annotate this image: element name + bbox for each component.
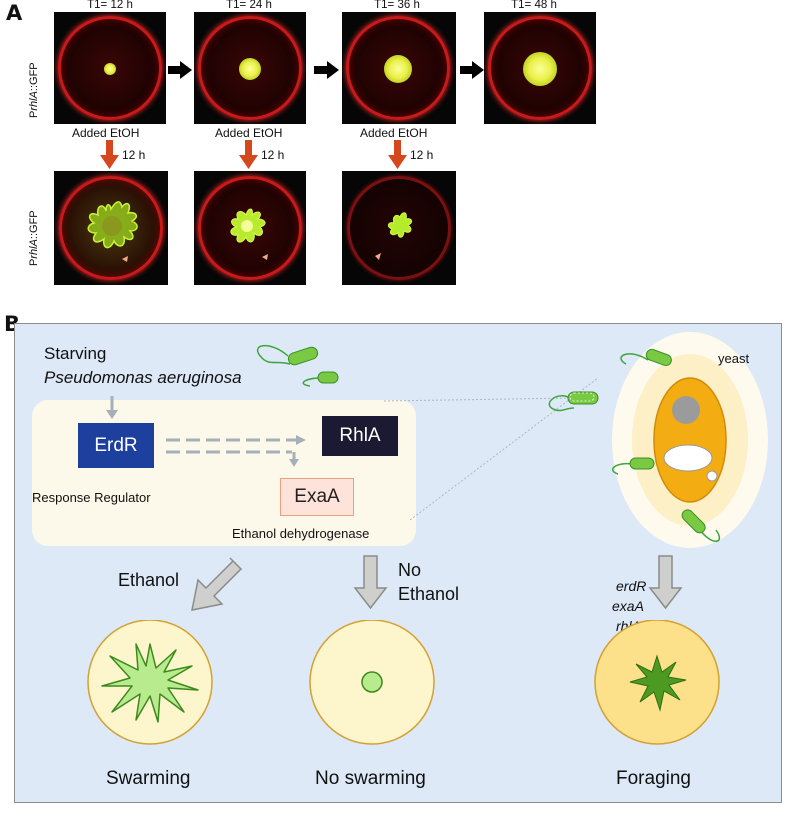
bacterium-icon <box>302 371 339 387</box>
outcome-foraging: Foraging <box>616 768 691 789</box>
red-down-arrow-icon <box>388 140 407 169</box>
swarming-plate <box>87 620 213 745</box>
plate-photo-36h <box>342 12 456 124</box>
grey-arrow-icon <box>648 555 683 610</box>
panel-a-letter: A <box>6 1 23 25</box>
ethanol-arrows <box>100 140 407 169</box>
colony-12h <box>104 63 116 75</box>
grey-arrow-icon <box>191 557 243 611</box>
outcome-no-swarming: No swarming <box>315 768 426 789</box>
added-etoh-label-3: Added EtOH <box>360 126 428 140</box>
rhla-box: RhlA <box>322 416 398 456</box>
black-arrow-icon <box>314 61 339 79</box>
outcome-plates <box>87 620 720 745</box>
time-arrows <box>168 61 484 79</box>
colony-36h <box>384 55 412 83</box>
added-etoh-label-1: Added EtOH <box>72 126 140 140</box>
black-arrow-icon <box>168 61 192 79</box>
added-etoh-label-2: Added EtOH <box>215 126 283 140</box>
bacterium-icon <box>620 348 672 367</box>
plate-photo-12h <box>54 12 166 124</box>
outcome-swarming: Swarming <box>106 768 191 789</box>
bacterium-icon <box>256 344 319 366</box>
title-starving: Starving <box>44 344 107 363</box>
swarm-colony-medium <box>230 208 268 260</box>
time-label-24h: T1= 24 h <box>226 0 272 11</box>
time-label-36h: T1= 36 h <box>374 0 420 11</box>
title-organism: Pseudomonas aeruginosa <box>44 368 242 387</box>
swarm-colony-large <box>87 201 138 262</box>
ethanol-label: Ethanol <box>118 570 180 590</box>
colony-24h <box>239 58 261 80</box>
erdr-box: ErdR <box>78 423 154 468</box>
bacterium-icon <box>681 509 721 542</box>
interval-label-1: 12 h <box>122 148 146 162</box>
black-arrow-icon <box>460 61 484 79</box>
time-label-48h: T1= 48 h <box>511 0 557 11</box>
regulation-arrows <box>106 396 306 467</box>
red-down-arrow-icon <box>100 140 119 169</box>
plate-photo-48h <box>484 12 596 124</box>
exaa-box: ExaA <box>280 478 354 516</box>
no-ethanol-label-1: No <box>398 560 422 580</box>
yeast-label: yeast <box>718 351 750 366</box>
bacterium-icon <box>612 457 655 475</box>
bacterium-icon <box>548 391 599 412</box>
interval-label-2: 12 h <box>261 148 285 162</box>
plate-photo-etoh-36h <box>342 171 456 285</box>
foraging-plate <box>594 620 720 745</box>
red-down-arrow-icon <box>239 140 258 169</box>
time-label-12h: T1= 12 h <box>87 0 133 11</box>
grey-arrow-icon <box>353 555 388 610</box>
plate-photo-etoh-24h <box>194 171 306 285</box>
gene-exaa-label: exaA <box>612 598 644 614</box>
ethanol-dehydrogenase-label: Ethanol dehydrogenase <box>232 526 370 541</box>
bacteria-layer <box>256 344 721 542</box>
swarm-colony-small <box>375 212 413 260</box>
row-label-bottom: PrhlA::GFP <box>28 210 40 266</box>
no-swarming-plate <box>309 620 435 745</box>
plate-photo-etoh-12h <box>54 171 168 285</box>
response-regulator-label: Response Regulator <box>32 490 151 505</box>
no-ethanol-label-2: Ethanol <box>398 584 460 604</box>
plate-photo-24h <box>194 12 306 124</box>
outcome-arrows <box>191 555 683 611</box>
yeast-cell <box>612 332 768 548</box>
colony-48h <box>523 52 557 86</box>
interval-label-3: 12 h <box>410 148 434 162</box>
gene-erdr-label: erdR <box>616 578 647 594</box>
